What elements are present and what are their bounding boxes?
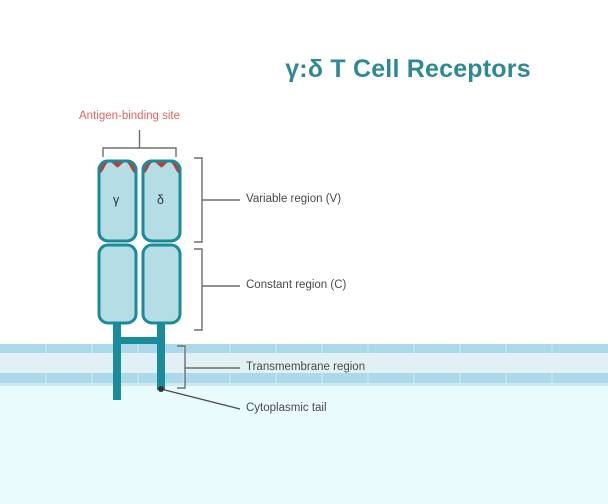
cytoplasm-region <box>0 385 608 504</box>
variable-region-label: Variable region (V) <box>246 193 342 205</box>
cytoplasmic-tail-label: Cytoplasmic tail <box>246 402 327 414</box>
constant-region-bracket <box>194 248 240 331</box>
cytoplasmic-tail-pointer <box>158 386 241 410</box>
gamma-constant-domain <box>97 243 138 325</box>
membrane-lower-edge <box>0 383 608 386</box>
antigen-binding-site-label: Antigen-binding site <box>79 110 181 122</box>
page-title-text: γ:δ T Cell Receptors <box>285 55 531 83</box>
constant-region-label: Constant region (C) <box>246 279 347 291</box>
gamma-stalk <box>113 322 121 400</box>
gamma-variable-outline <box>97 159 138 243</box>
delta-cdr-loops <box>143 161 180 174</box>
cell-membrane-group <box>0 344 608 504</box>
membrane-segment-ticks <box>45 344 553 383</box>
membrane-outer-leaflet <box>0 344 608 353</box>
membrane-inner-leaflet <box>0 373 608 383</box>
receptor-stalks-group <box>113 322 165 400</box>
antigen-binding-bracket <box>102 130 177 157</box>
page-title: γ:δ T Cell Receptors <box>0 55 608 84</box>
delta-variable-outline <box>141 159 182 243</box>
constant-region-group <box>97 243 182 325</box>
transmembrane-bracket <box>177 345 240 389</box>
variable-region-bracket <box>194 157 240 243</box>
delta-constant-domain <box>141 243 182 325</box>
gamma-chain-label: γ <box>113 193 120 207</box>
delta-chain-label: δ <box>157 193 164 207</box>
cytoplasmic-tail-anchor-dot <box>158 386 164 392</box>
variable-region-group <box>97 159 182 243</box>
transmembrane-region-label: Transmembrane region <box>246 361 366 373</box>
membrane-core-band <box>0 352 608 374</box>
gamma-cdr-loops <box>99 161 136 174</box>
delta-stalk <box>157 322 165 390</box>
disulfide-crossbar <box>113 337 165 344</box>
